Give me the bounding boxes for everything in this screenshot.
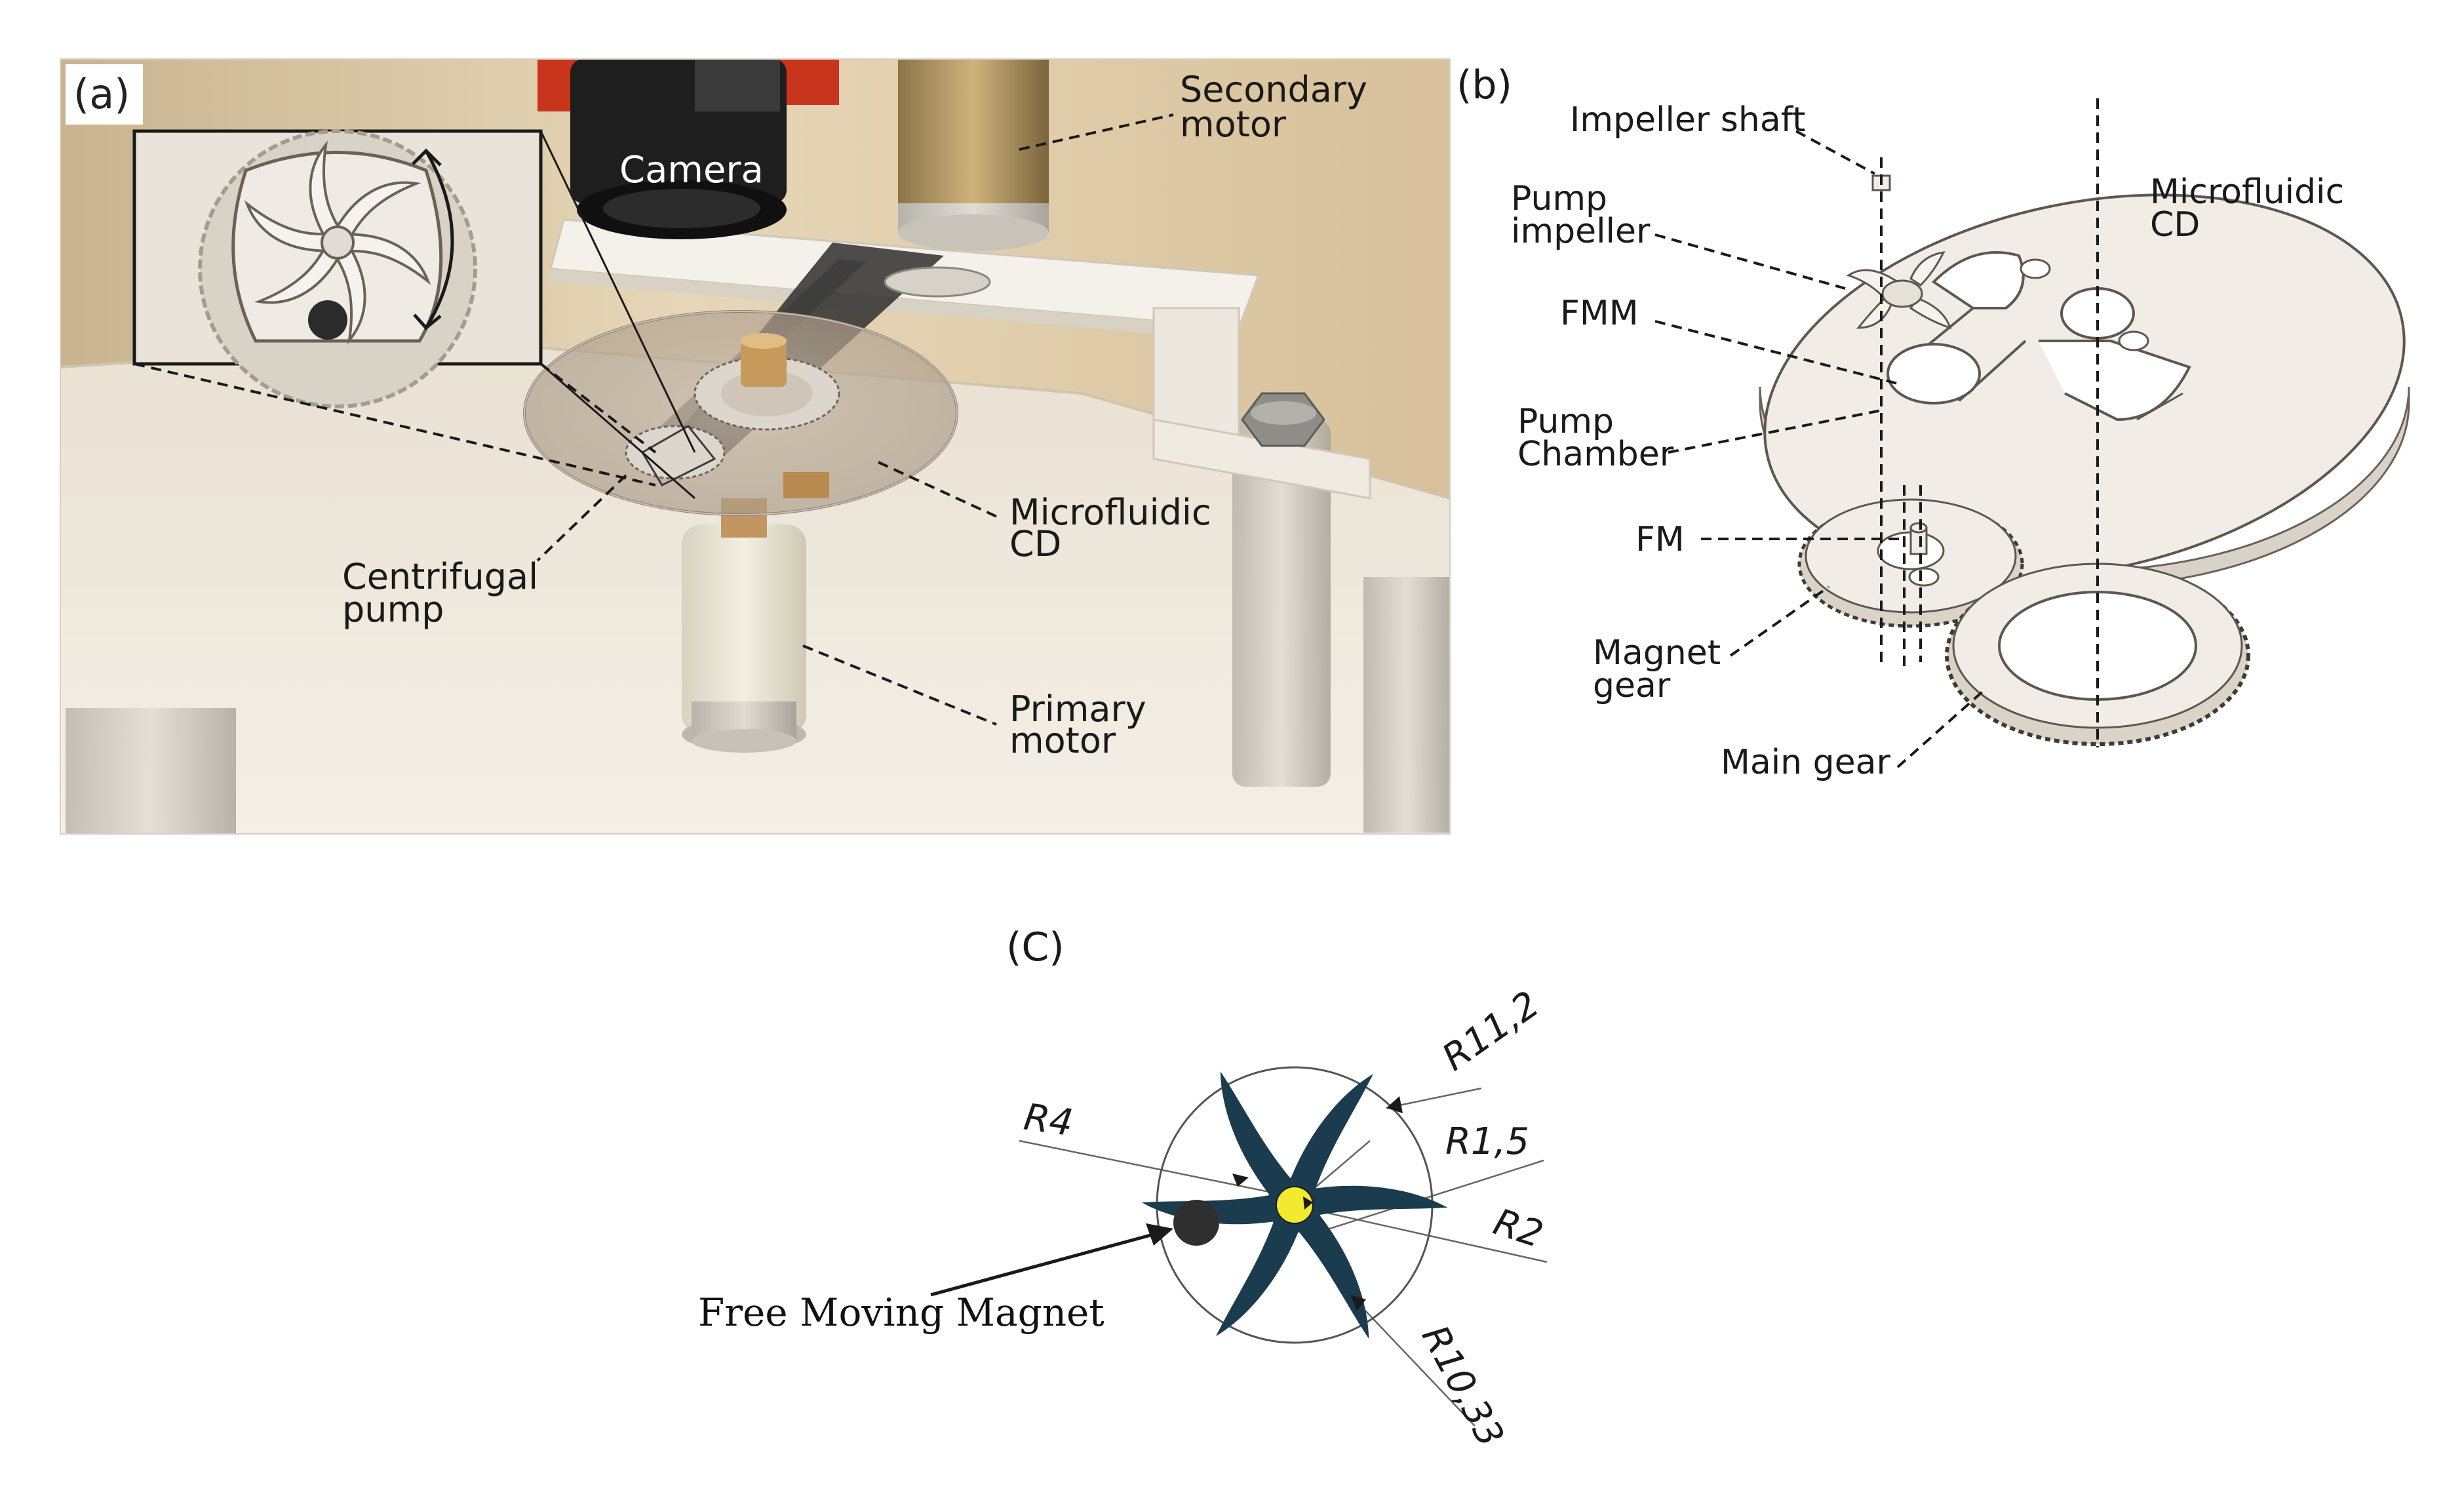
magnet-icon (308, 300, 347, 340)
label-centrifugal-pump-line2: pump (342, 589, 444, 630)
label-a-microfluidic-cd-line2: CD (1009, 523, 1061, 564)
label-impeller-shaft: Impeller shaft (1570, 100, 1805, 140)
impeller-icon (1846, 251, 1952, 330)
dim-r2: R2 (1489, 1200, 1548, 1256)
dim-r10-33: R10,33 (1413, 1318, 1512, 1453)
label-fmm: FMM (1560, 294, 1639, 333)
label-pump-chamber-line2: Chamber (1517, 435, 1674, 474)
rotation-arrow-icon (424, 149, 454, 329)
dim-r4: R4 (1021, 1096, 1076, 1145)
microfluidic-cd-disk (1759, 193, 2410, 588)
label-camera: Camera (619, 149, 764, 191)
label-secondary-motor-line2: motor (1180, 104, 1287, 145)
label-magnet-gear-line1: Magnet (1593, 633, 1721, 673)
panel-b: (b) (1457, 62, 2410, 782)
label-b-microfluidic-cd-line2: CD (2150, 205, 2200, 245)
label-pump-impeller-line2: impeller (1511, 212, 1651, 251)
pump-zoom-inset (132, 129, 543, 408)
panel-a: (a) Camera Secondary motor Microfluidic … (60, 58, 1451, 835)
gear-icon (1797, 498, 2024, 628)
label-pump-impeller-line1: Pump (1511, 179, 1607, 218)
label-magnet-gear-line2: gear (1593, 666, 1671, 705)
label-b-microfluidic-cd-line1: Microfluidic (2150, 172, 2344, 212)
label-primary-motor-line2: motor (1009, 720, 1116, 761)
panel-a-render (60, 59, 1450, 834)
label-free-moving-magnet: Free Moving Magnet (698, 1290, 1105, 1335)
panel-a-tag-bg (66, 64, 143, 125)
label-pump-chamber-line1: Pump (1517, 402, 1614, 441)
dim-r1-5: R1,5 (1445, 1120, 1529, 1163)
panel-c: (C) Free Moving Magnet (698, 924, 1548, 1453)
dim-r11-2: R11,2 (1435, 983, 1547, 1079)
label-centrifugal-pump-line1: Centrifugal (342, 556, 538, 597)
panel-b-tag: (b) (1457, 62, 1512, 108)
label-primary-motor-line1: Primary (1009, 688, 1146, 730)
label-fm: FM (1635, 520, 1685, 559)
impeller-icon (1141, 1071, 1448, 1339)
label-main-gear: Main gear (1721, 743, 1891, 782)
magnet-icon (1173, 1200, 1219, 1246)
label-a-microfluidic-cd-line1: Microfluidic (1009, 492, 1211, 533)
panel-c-tag: (C) (1006, 924, 1065, 970)
panel-a-tag: (a) (73, 70, 130, 118)
label-secondary-motor-line1: Secondary (1180, 69, 1367, 110)
